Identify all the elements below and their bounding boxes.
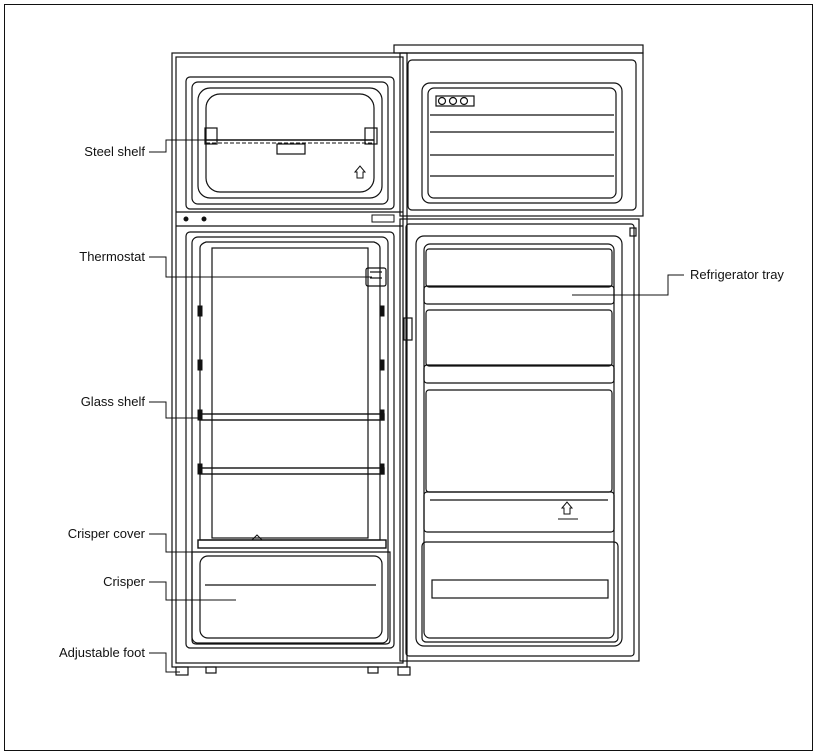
steel-shelf [204, 127, 378, 179]
label-steel-shelf: Steel shelf [84, 144, 145, 159]
glass-shelves [199, 413, 385, 475]
refrigerator-trays [423, 248, 615, 533]
label-crisper-cover: Crisper cover [67, 526, 145, 541]
fridge-door [399, 218, 640, 662]
thermostat [365, 267, 387, 287]
label-crisper: Crisper [103, 574, 145, 589]
crisper [191, 551, 391, 645]
leader-lines [149, 139, 684, 673]
outer-border [4, 4, 813, 751]
leader-glass-shelf [149, 401, 202, 419]
shelf-supports [197, 305, 385, 475]
leader-crisper-cover [149, 533, 204, 553]
label-refrigerator-tray: Refrigerator tray [690, 267, 784, 282]
door-bottom-bin [421, 541, 619, 643]
leader-steel-shelf [149, 139, 212, 153]
cabinet-body [171, 52, 408, 668]
compartment-divider [176, 211, 403, 227]
label-adjustable-foot: Adjustable foot [58, 645, 145, 660]
door-hinge [403, 227, 637, 341]
freezer-door [393, 44, 644, 217]
leader-thermostat [149, 256, 372, 278]
crisper-cover [197, 534, 387, 549]
leader-crisper [149, 581, 236, 601]
adjustable-feet [175, 666, 411, 676]
fridge-compartment [185, 231, 395, 649]
leader-adjustable-foot [149, 652, 180, 673]
label-glass-shelf: Glass shelf [80, 394, 145, 409]
leader-refrigerator-tray [572, 274, 684, 296]
label-thermostat: Thermostat [79, 249, 145, 264]
